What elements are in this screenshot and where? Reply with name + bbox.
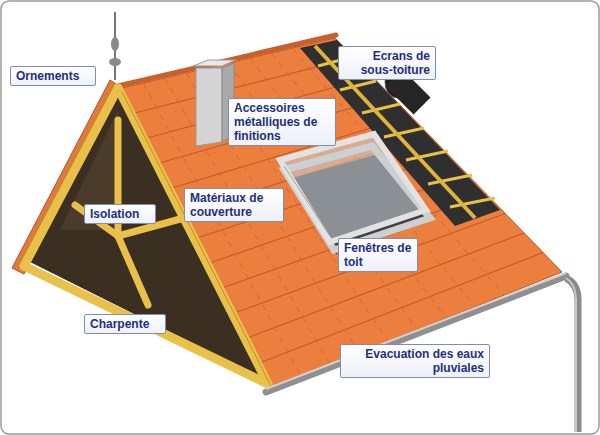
callout-label: Charpente	[90, 317, 160, 331]
callout-box: Matériaux de couverture	[184, 188, 284, 222]
callout-label: Matériaux de couverture	[190, 191, 278, 219]
callout-label: Ecrans de sous-toiture	[344, 49, 430, 77]
callout-box: Isolation	[84, 204, 156, 224]
callout-box: Ecrans de sous-toiture	[338, 46, 436, 80]
callout-box: Ornements	[10, 66, 96, 86]
callout-label: Ornements	[16, 69, 90, 83]
callout-label: Isolation	[90, 207, 150, 221]
callout-box: Charpente	[84, 314, 166, 334]
callout-label: Fenêtres de toit	[344, 241, 412, 269]
callout-label: Accessoires métalliques de finitions	[234, 101, 330, 143]
callout-box: Accessoires métalliques de finitions	[228, 98, 336, 146]
callout-label: Evacuation des eaux pluviales	[346, 347, 484, 375]
callout-box: Fenêtres de toit	[338, 238, 418, 272]
callout-box: Evacuation des eaux pluviales	[340, 344, 490, 378]
